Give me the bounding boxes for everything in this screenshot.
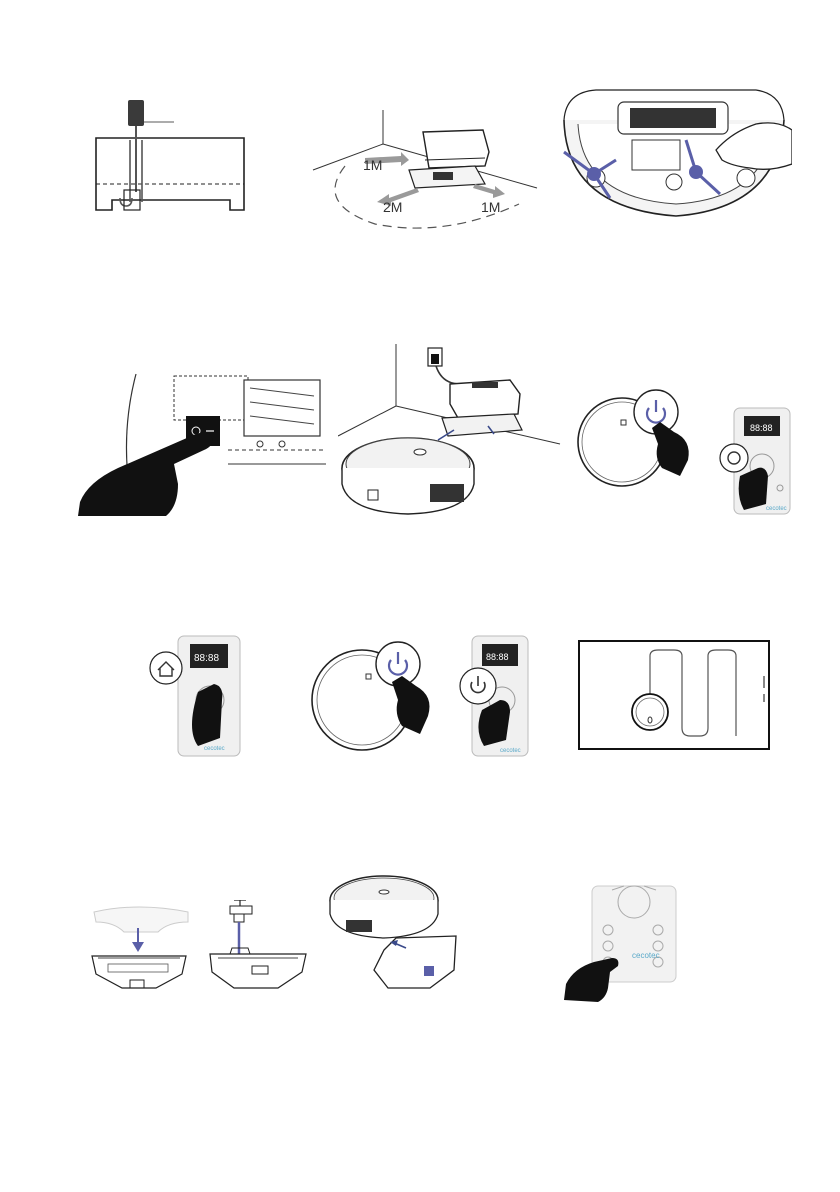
figure-robot-charging (338, 344, 562, 516)
figure-water-fill (204, 900, 312, 994)
remote-brand: cecotec (632, 951, 660, 960)
distance-label-side: 1M (363, 157, 382, 173)
figure-main-switch (78, 372, 326, 516)
distance-label-right: 1M (481, 199, 500, 215)
figure-base-cable (84, 92, 254, 222)
faucet-icon (230, 900, 252, 922)
figure-side-brushes (556, 80, 792, 218)
figure-robot-power (576, 388, 696, 500)
figure-remote-power: 88:88 cecotec (718, 406, 794, 516)
figure-mop-attach (326, 870, 458, 990)
arrow-icon (132, 942, 144, 952)
hand-icon (78, 433, 212, 516)
remote-brand: cecotec (204, 746, 225, 752)
remote-display: 88:88 (486, 652, 509, 662)
remote-brand: cecotec (500, 748, 521, 754)
remote-display: 88:88 (750, 423, 773, 433)
figure-remote-power-2: 88:88 cecotec (458, 634, 530, 758)
figure-base-distance: 1M 2M 1M (305, 108, 545, 240)
figure-robot-power-2 (310, 634, 436, 758)
figure-zigzag-path (578, 640, 770, 750)
remote-brand: cecotec (766, 506, 787, 512)
figure-remote-home: 88:88 cecotec (148, 634, 244, 758)
figure-remote-mop: cecotec (564, 884, 680, 1002)
distance-label-front: 2M (383, 199, 402, 215)
remote-display: 88:88 (194, 653, 219, 664)
figure-mop-install (88, 900, 192, 994)
